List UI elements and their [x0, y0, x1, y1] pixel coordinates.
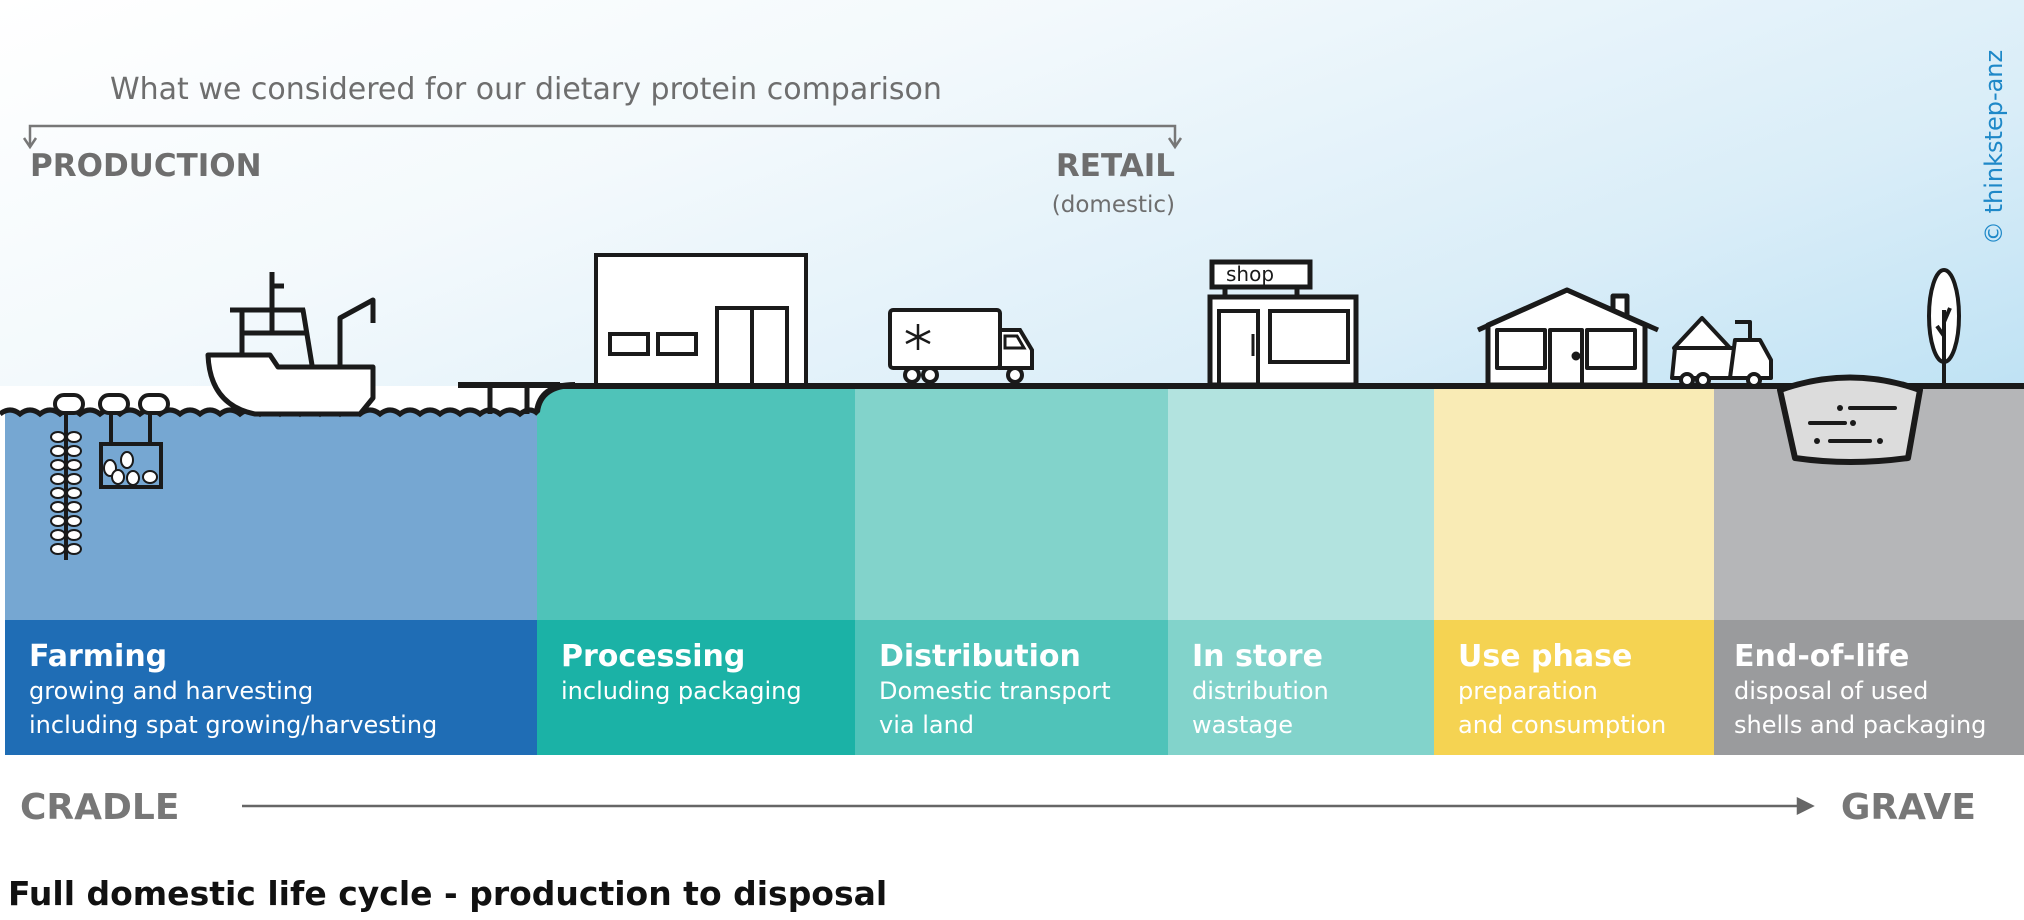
stage-description: growing and harvesting [29, 677, 314, 705]
scope-title: What we considered for our dietary prote… [110, 72, 942, 107]
scope-bracket [22, 124, 1183, 150]
water-area [5, 412, 537, 620]
stage-title: Processing [561, 639, 746, 674]
stage-description: via land [879, 711, 975, 739]
stage-description: including spat growing/harvesting [29, 711, 438, 739]
stage-description: wastage [1192, 711, 1293, 739]
landfill-pit-icon [1777, 374, 1923, 465]
sky-background [0, 0, 2024, 386]
cradle-label: CRADLE [20, 787, 180, 828]
stage-farming: Farming growing and harvesting including… [5, 620, 537, 755]
oyster-farm-icon [50, 393, 170, 560]
processing-ground [537, 385, 855, 620]
stage-description: and consumption [1458, 711, 1667, 739]
copyright-notice: © thinkstep-anz [1980, 49, 2008, 245]
pier-icon [487, 385, 530, 414]
stage-title: In store [1192, 639, 1323, 674]
stage-description: including packaging [561, 677, 802, 705]
use-ground [1434, 385, 1714, 620]
stage-distribution: Distribution Domestic transport via land [855, 620, 1168, 755]
stage-processing: Processing including packaging [537, 620, 855, 755]
fishing-boat-icon [205, 272, 376, 417]
retail-sublabel: (domestic) [1051, 192, 1175, 218]
snowflake-icon [905, 324, 931, 350]
house-icon [1476, 287, 1660, 388]
production-label: PRODUCTION [30, 148, 262, 184]
stage-description: distribution [1192, 677, 1329, 705]
stage-description: shells and packaging [1734, 711, 1987, 739]
stage-in-store: In store distribution wastage [1168, 620, 1434, 755]
stage-title: Distribution [879, 639, 1081, 674]
instore-ground [1168, 385, 1434, 620]
distribution-ground [855, 385, 1168, 620]
stage-description: preparation [1458, 677, 1598, 705]
tree-icon [1927, 268, 1961, 385]
stage-description: Domestic transport [879, 677, 1111, 705]
shop-building-icon [1207, 259, 1359, 388]
dump-truck-icon [1670, 316, 1773, 388]
stage-title: Use phase [1458, 639, 1633, 674]
grave-label: GRAVE [1840, 787, 1976, 828]
stage-title: End-of-life [1734, 639, 1910, 674]
stage-description: disposal of used [1734, 677, 1929, 705]
shop-sign-text: shop [1226, 262, 1275, 286]
retail-label: RETAIL [1055, 148, 1175, 184]
factory-building-icon [594, 253, 808, 387]
stage-use-phase: Use phase preparation and consumption [1434, 620, 1714, 755]
cradle-to-grave-arrow [242, 796, 1815, 816]
footer-caption: Full domestic life cycle - production to… [8, 874, 888, 913]
stage-end-of-life: End-of-life disposal of used shells and … [1714, 620, 2024, 755]
refrigerated-truck-icon [888, 308, 1034, 384]
stage-title: Farming [29, 639, 168, 674]
